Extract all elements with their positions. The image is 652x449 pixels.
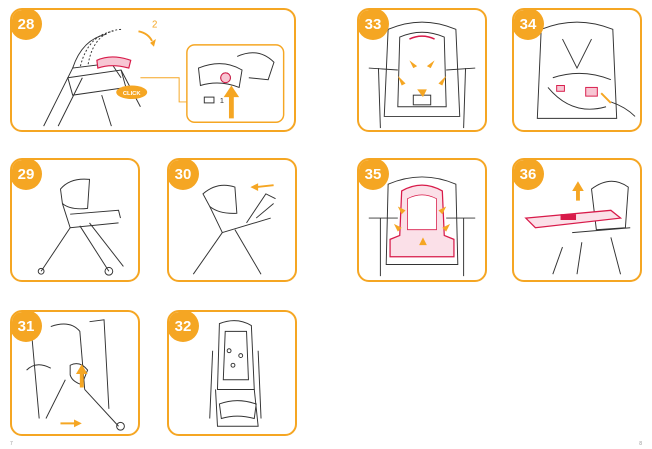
page-number-left: 7 [10, 441, 13, 447]
step-28-illustration: 2 CLICK 1 [43, 19, 285, 127]
step-34-panel: 34 [512, 8, 642, 132]
inset-label: 1 [220, 96, 224, 105]
step-number-badge: 34 [514, 10, 544, 40]
step-35-panel: 35 [357, 158, 487, 282]
step-number-badge: 33 [359, 10, 389, 40]
arrow-2-label: 2 [152, 19, 157, 30]
step-36-panel: 36 [512, 158, 642, 282]
step-28-panel: 28 2 CLICK 1 [10, 8, 296, 132]
step-29-panel: 29 [10, 158, 140, 282]
step-29-illustration [37, 178, 124, 276]
step-33-illustration [368, 21, 476, 129]
step-30-illustration [192, 183, 276, 275]
step-32-panel: 32 [167, 310, 297, 436]
step-number-badge: 28 [12, 10, 42, 40]
step-31-illustration [26, 319, 125, 431]
step-30-panel: 30 [167, 158, 297, 282]
click-label: CLICK [123, 91, 142, 97]
step-34-illustration [536, 21, 636, 119]
step-number-badge: 32 [169, 312, 199, 342]
step-number-badge: 30 [169, 160, 199, 190]
step-number-badge: 31 [12, 312, 42, 342]
page-number-right: 8 [639, 441, 642, 447]
step-number-badge: 35 [359, 160, 389, 190]
step-number-badge: 29 [12, 160, 42, 190]
step-31-panel: 31 [10, 310, 140, 436]
step-33-panel: 33 [357, 8, 487, 132]
step-36-illustration [524, 180, 631, 275]
step-35-illustration [368, 176, 476, 277]
step-number-badge: 36 [514, 160, 544, 190]
step-32-illustration [209, 320, 262, 427]
